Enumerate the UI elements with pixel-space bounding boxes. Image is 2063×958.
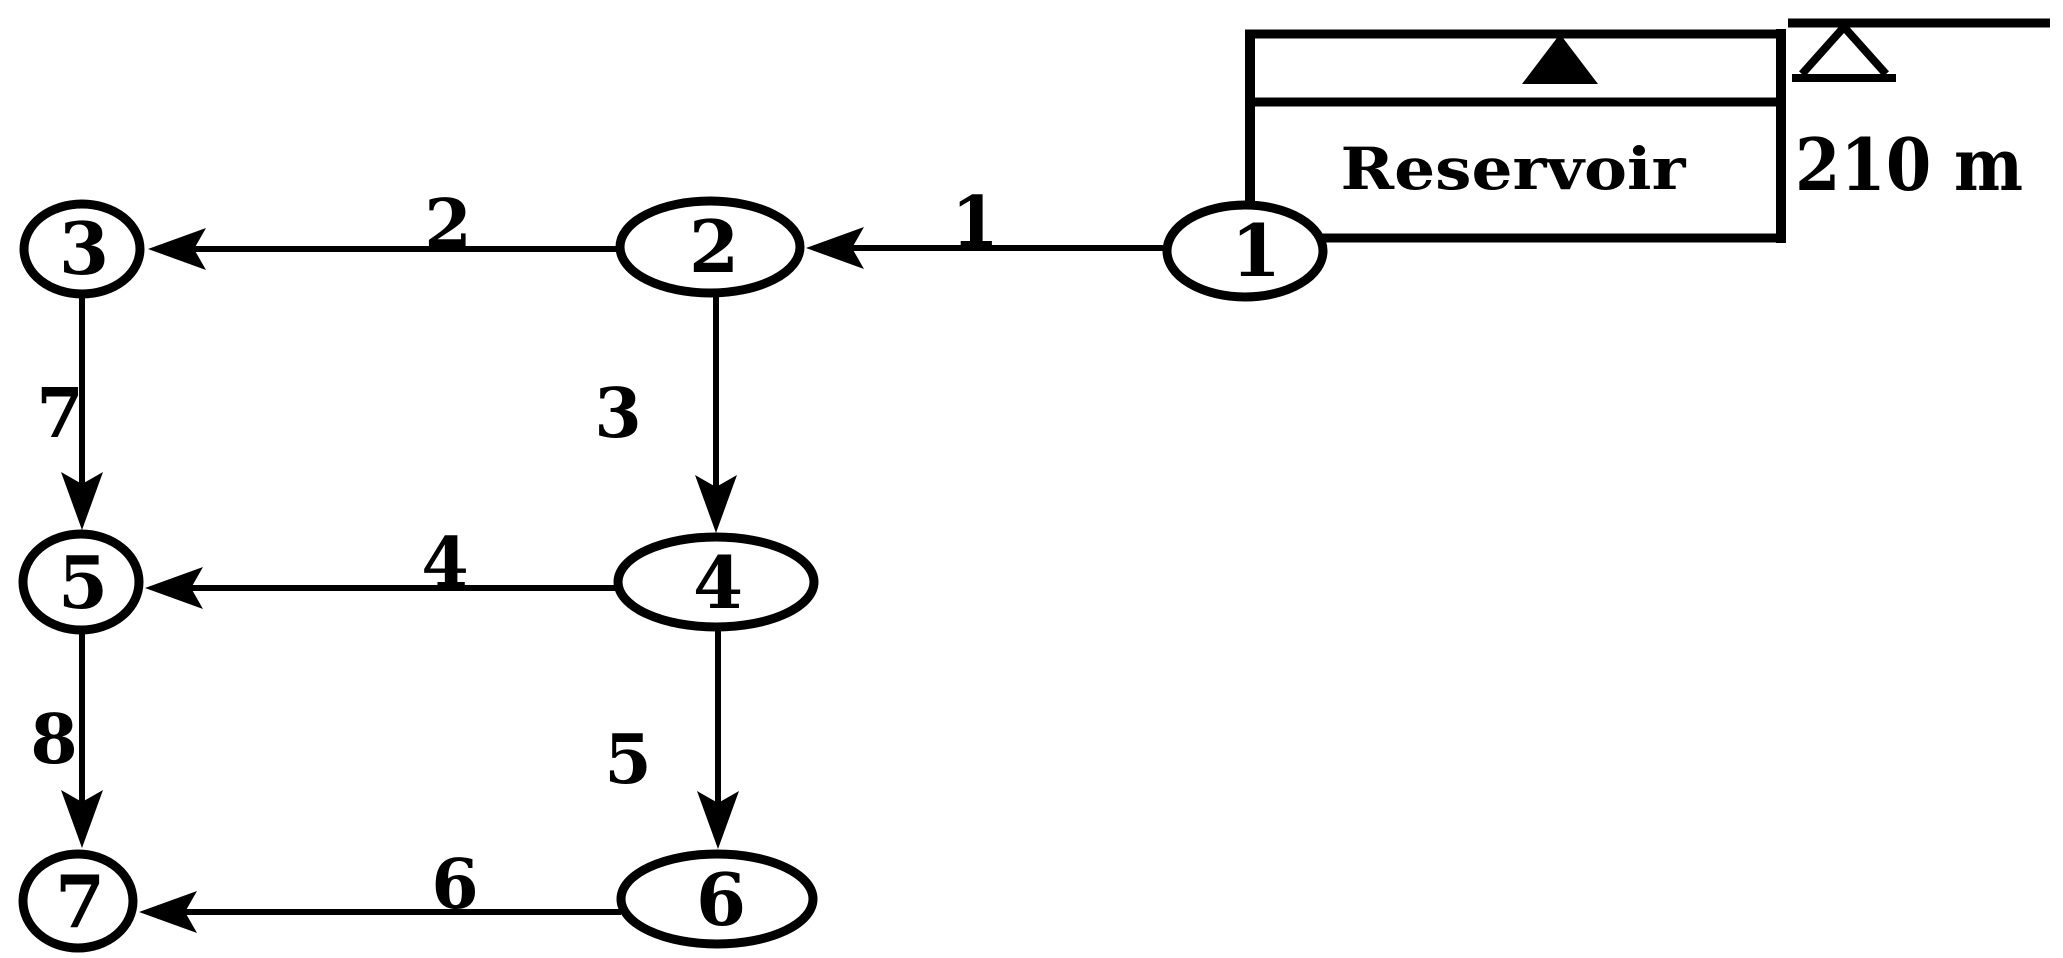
edge-2-label: 2 bbox=[424, 185, 471, 265]
node-3: 3 bbox=[19, 199, 145, 299]
edge-6: 6 bbox=[139, 845, 621, 933]
node-3-ellipse bbox=[19, 199, 145, 299]
node-2-ellipse bbox=[615, 196, 805, 298]
node-1: 1 bbox=[1162, 200, 1328, 302]
edge-8-arrowhead bbox=[61, 790, 103, 848]
edge-4: 4 bbox=[145, 523, 618, 609]
edge-4-label: 4 bbox=[421, 523, 468, 603]
node-6: 6 bbox=[616, 849, 818, 949]
edge-2-arrowhead bbox=[148, 228, 206, 270]
edge-3: 3 bbox=[594, 293, 737, 533]
node-5: 5 bbox=[18, 529, 144, 635]
edge-8-label: 8 bbox=[30, 700, 77, 780]
nodes: 1 2 3 4 5 6 7 bbox=[18, 196, 1328, 953]
water-surface-triangle-icon bbox=[1522, 34, 1598, 84]
edge-4-arrowhead bbox=[145, 567, 203, 609]
edge-7-label: 7 bbox=[36, 374, 83, 454]
node-1-label: 1 bbox=[1231, 208, 1281, 293]
edge-2: 2 bbox=[148, 185, 620, 270]
reservoir: Reservoir bbox=[1245, 29, 1786, 243]
edge-6-arrowhead bbox=[139, 891, 197, 933]
edge-1-label: 1 bbox=[951, 182, 998, 262]
edge-5: 5 bbox=[604, 627, 739, 849]
node-6-ellipse bbox=[616, 849, 818, 949]
edge-7: 7 bbox=[36, 294, 103, 530]
edge-5-arrowhead bbox=[697, 791, 739, 849]
water-level-triangle-icon bbox=[1799, 20, 1889, 77]
node-3-label: 3 bbox=[59, 206, 109, 291]
node-5-ellipse bbox=[18, 529, 144, 635]
node-6-label: 6 bbox=[696, 857, 746, 942]
edge-1: 1 bbox=[806, 182, 1167, 269]
edge-7-arrowhead bbox=[61, 472, 103, 530]
edge-3-arrowhead bbox=[695, 475, 737, 533]
edges: 1 2 3 4 5 6 bbox=[30, 182, 1167, 933]
node-2: 2 bbox=[615, 196, 805, 298]
edge-6-label: 6 bbox=[431, 845, 478, 925]
node-7-label: 7 bbox=[55, 859, 105, 944]
elevation-label: 210 m bbox=[1795, 122, 2023, 207]
node-7: 7 bbox=[18, 849, 138, 953]
node-4-label: 4 bbox=[693, 540, 743, 625]
edge-5-label: 5 bbox=[604, 720, 651, 800]
datum: 210 m bbox=[1788, 18, 2050, 207]
node-1-ellipse bbox=[1162, 200, 1328, 302]
edge-3-label: 3 bbox=[594, 374, 641, 454]
edge-1-arrowhead bbox=[806, 227, 864, 269]
node-4: 4 bbox=[613, 532, 819, 632]
node-2-label: 2 bbox=[689, 204, 739, 289]
node-5-label: 5 bbox=[58, 540, 108, 625]
node-7-ellipse bbox=[18, 849, 138, 953]
reservoir-label: Reservoir bbox=[1341, 135, 1688, 203]
node-4-ellipse bbox=[613, 532, 819, 632]
edge-8: 8 bbox=[30, 631, 103, 848]
